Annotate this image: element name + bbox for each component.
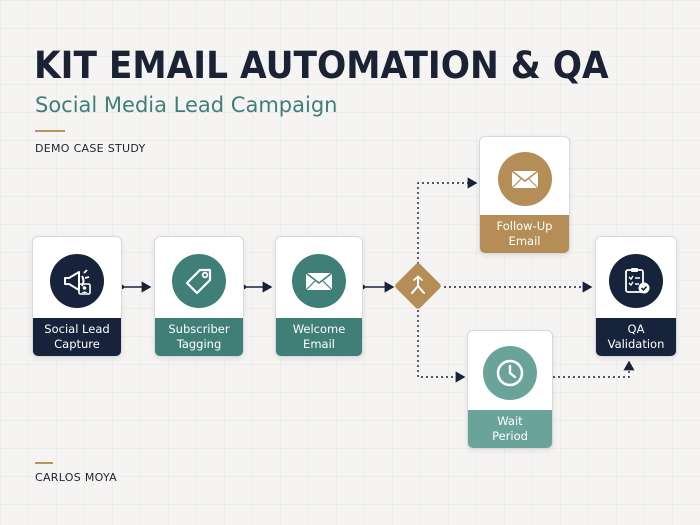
case-study-tag: DEMO CASE STUDY [35, 142, 146, 155]
node-label-line1: Follow-Up [496, 219, 553, 233]
author-name: CARLOS MOYA [35, 471, 117, 484]
node-label-line1: Social Lead [44, 322, 110, 336]
node-follow-up-email[interactable]: Follow-Up Email [479, 136, 570, 254]
node-social-lead-capture-label: Social Lead Capture [33, 318, 121, 356]
arrow-tagging-to-welcome [241, 281, 273, 293]
tag-icon [172, 254, 226, 308]
node-subscriber-tagging[interactable]: Subscriber Tagging [154, 236, 244, 357]
page-subtitle: Social Media Lead Campaign [35, 93, 338, 117]
node-label-line2: Tagging [176, 337, 222, 351]
arrow-branch-to-followup [417, 177, 478, 264]
node-social-lead-capture[interactable]: Social Lead Capture [32, 236, 122, 357]
node-label-line2: Capture [54, 337, 100, 351]
clipboard-check-icon [609, 254, 663, 308]
node-label-line1: QA [627, 322, 645, 336]
page-title: KIT EMAIL AUTOMATION & QA [34, 44, 609, 87]
arrow-wait-to-qa [553, 360, 635, 378]
arrow-welcome-to-branch [360, 281, 395, 293]
envelope-icon [292, 254, 346, 308]
accent-divider-bottom [35, 462, 53, 464]
node-wait-period[interactable]: Wait Period [467, 330, 553, 449]
node-welcome-email-label: Welcome Email [276, 318, 362, 356]
arrow-social-to-tagging [119, 281, 152, 293]
node-label-line2: Email [303, 337, 335, 351]
node-label-line2: Period [492, 429, 528, 443]
node-qa-validation[interactable]: QA Validation [595, 236, 677, 357]
node-label-line2: Email [508, 234, 541, 248]
megaphone-icon [50, 254, 104, 308]
node-qa-validation-label: QA Validation [596, 318, 676, 356]
node-label-line1: Wait [497, 414, 523, 428]
node-label-line2: Validation [607, 337, 665, 351]
branch-icon [411, 275, 425, 294]
accent-divider-top [35, 130, 65, 132]
arrow-branch-to-wait [417, 310, 466, 383]
node-follow-up-email-label: Follow-Up Email [480, 215, 569, 253]
node-wait-period-label: Wait Period [468, 410, 552, 448]
node-label-line1: Welcome [292, 322, 346, 336]
clock-icon [483, 346, 537, 400]
node-welcome-email[interactable]: Welcome Email [275, 236, 363, 357]
node-subscriber-tagging-label: Subscriber Tagging [155, 318, 243, 356]
envelope-icon [497, 152, 552, 206]
node-label-line1: Subscriber [168, 322, 230, 336]
